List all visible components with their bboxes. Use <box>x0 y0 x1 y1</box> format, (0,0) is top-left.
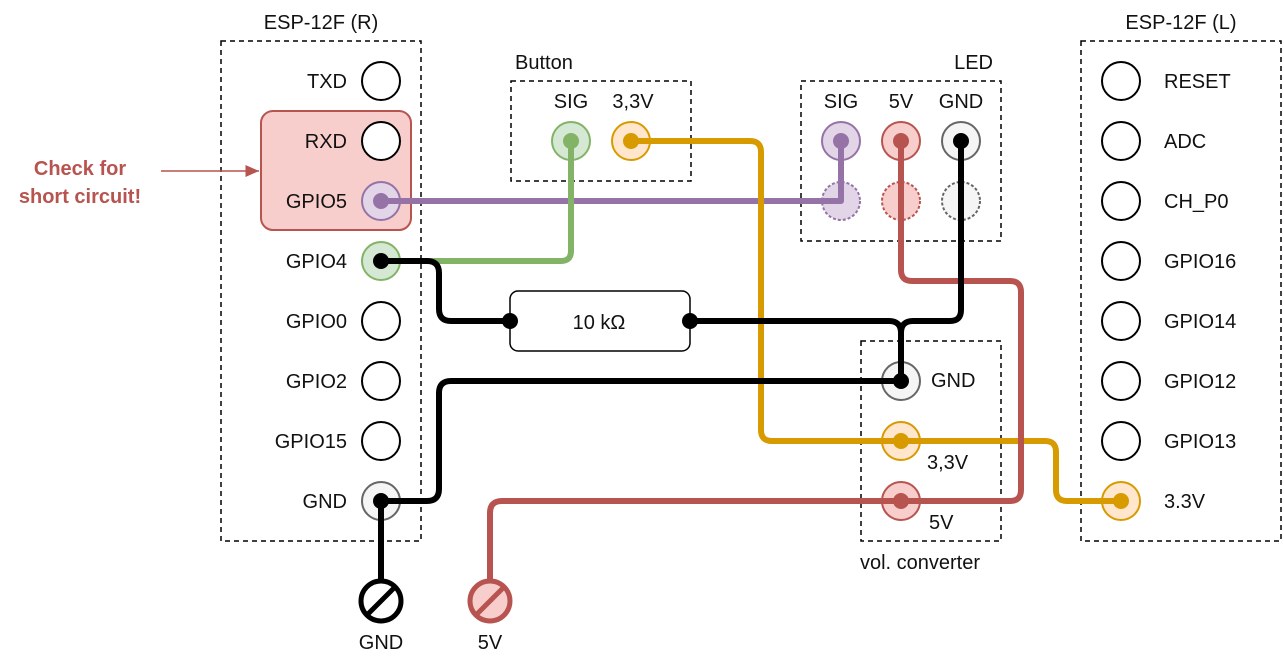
led-label-5v: 5V <box>889 91 914 113</box>
button-outline <box>510 80 692 182</box>
dot-resistor-left <box>502 313 518 329</box>
button-title: Button <box>515 52 573 74</box>
dot-gpio5 <box>373 193 389 209</box>
dot-gpio4 <box>373 253 389 269</box>
pin-gpio13[interactable] <box>1101 421 1141 461</box>
pin-label-rxd: RXD <box>305 131 347 153</box>
pin-ch-p0[interactable] <box>1101 181 1141 221</box>
pin-label-gpio0: GPIO0 <box>286 311 347 333</box>
pin-txd[interactable] <box>361 61 401 101</box>
pin-gpio16[interactable] <box>1101 241 1141 281</box>
pin-label-gpio14: GPIO14 <box>1164 311 1236 333</box>
led-label-gnd: GND <box>939 91 983 113</box>
5v-terminal[interactable] <box>467 578 513 624</box>
pin-label-gpio12: GPIO12 <box>1164 371 1236 393</box>
wire-black-gnd-right-converter <box>378 378 904 504</box>
wire-purple-gpio5-led-sig <box>378 138 844 204</box>
pin-label-gpio2: GPIO2 <box>286 371 347 393</box>
pin-gpio12[interactable] <box>1101 361 1141 401</box>
pin-gpio0[interactable] <box>361 301 401 341</box>
dot-left-3v3 <box>1113 493 1129 509</box>
pin-label-txd: TXD <box>307 71 347 93</box>
wire-red-led-5v <box>487 138 1024 604</box>
converter-label-gnd: GND <box>931 370 975 392</box>
pin-label-ch-p0: CH_P0 <box>1164 191 1228 213</box>
dot-button-sig <box>563 133 579 149</box>
converter-label-5v: 5V <box>929 512 954 534</box>
button-label-3v3: 3,3V <box>612 91 654 113</box>
warning-line2: short circuit! <box>19 186 141 208</box>
5v-terminal-label: 5V <box>478 632 503 654</box>
pin-label-reset: RESET <box>1164 71 1231 93</box>
gnd-terminal[interactable] <box>358 578 404 624</box>
dot-converter-5v <box>893 493 909 509</box>
dot-converter-gnd <box>893 373 909 389</box>
dot-gnd-right <box>373 493 389 509</box>
wire-black-gpio4-resistor <box>378 258 513 324</box>
dot-led-gnd <box>953 133 969 149</box>
esp-left-title: ESP-12F (L) <box>1125 12 1236 34</box>
wire-green-gpio4-button-sig <box>378 138 574 264</box>
pin-label-adc: ADC <box>1164 131 1206 153</box>
pin-label-gpio16: GPIO16 <box>1164 251 1236 273</box>
dot-button-3v3 <box>623 133 639 149</box>
pin-gpio15[interactable] <box>361 421 401 461</box>
led-label-sig: SIG <box>824 91 858 113</box>
pin-rxd[interactable] <box>361 121 401 161</box>
pin-label-gpio13: GPIO13 <box>1164 431 1236 453</box>
led-title: LED <box>954 52 993 74</box>
dot-converter-3v3 <box>893 433 909 449</box>
gnd-terminal-label: GND <box>359 632 403 654</box>
converter-label-3v3: 3,3V <box>927 452 969 474</box>
wire-black-resistor-gnd <box>687 138 964 384</box>
pin-adc[interactable] <box>1101 121 1141 161</box>
pin-reset[interactable] <box>1101 61 1141 101</box>
pin-gpio14[interactable] <box>1101 301 1141 341</box>
pin-label-3v3-left: 3.3V <box>1164 491 1206 513</box>
button-label-sig: SIG <box>554 91 588 113</box>
esp-left-outline <box>1080 40 1282 542</box>
dot-resistor-right <box>682 313 698 329</box>
esp-left-pins <box>1101 61 1141 521</box>
converter-title: vol. converter <box>860 552 980 574</box>
esp-right-title: ESP-12F (R) <box>264 12 378 34</box>
pin-label-gpio5: GPIO5 <box>286 191 347 213</box>
warning-line1: Check for <box>34 158 126 180</box>
pin-gpio2[interactable] <box>361 361 401 401</box>
pin-label-gpio4: GPIO4 <box>286 251 347 273</box>
dot-led-5v <box>893 133 909 149</box>
esp-right-outline <box>220 40 422 542</box>
dot-led-sig <box>833 133 849 149</box>
esp-right-pins <box>361 61 401 521</box>
resistor-label: 10 kΩ <box>573 312 626 334</box>
pin-label-gpio15: GPIO15 <box>275 431 347 453</box>
pin-label-gnd-right: GND <box>303 491 347 513</box>
